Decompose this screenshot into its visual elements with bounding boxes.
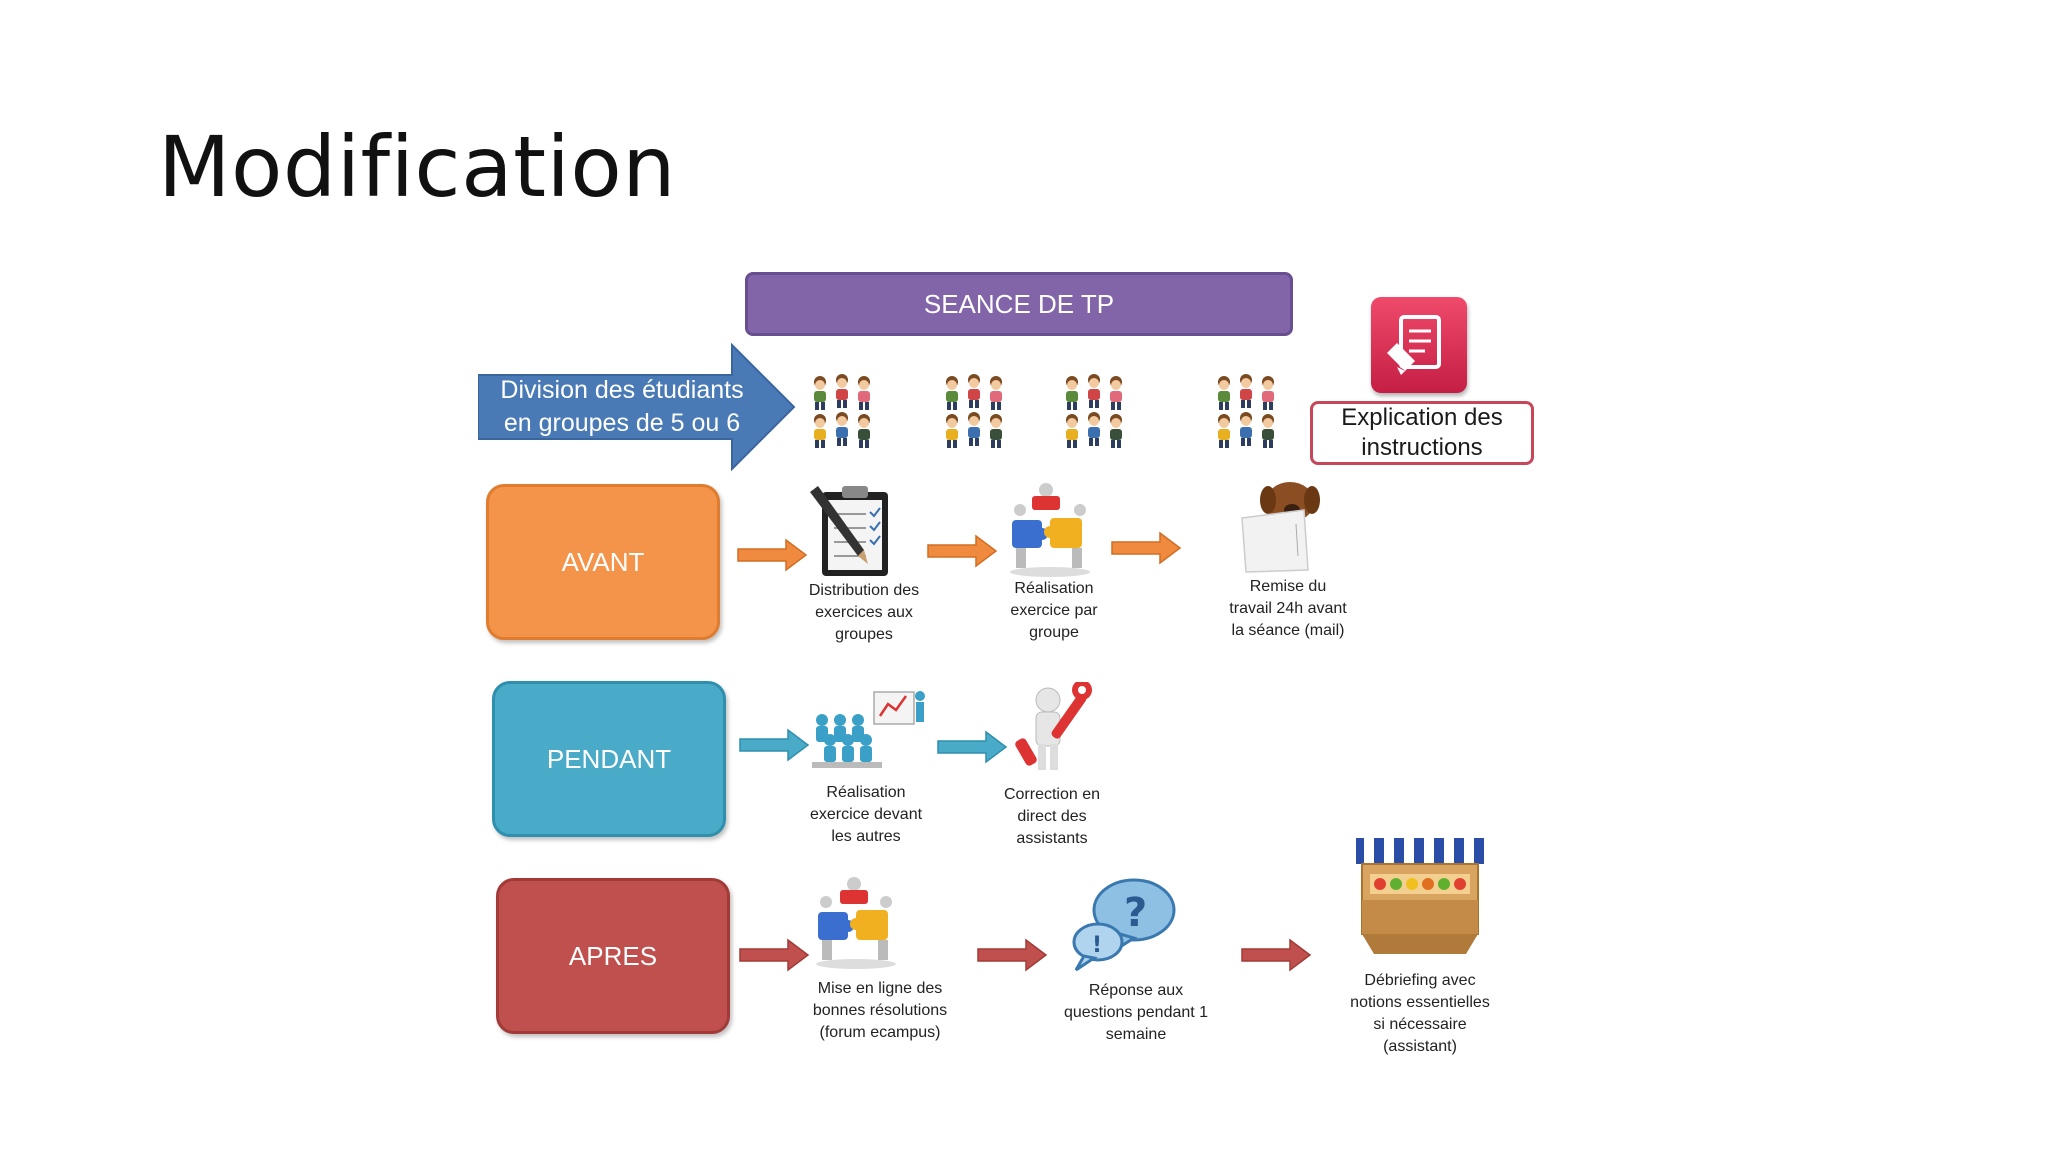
- pendant-arrow-2: [937, 731, 1007, 763]
- caption-line: (assistant): [1383, 1038, 1457, 1055]
- seance-de-tp-banner: SEANCE DE TP: [745, 272, 1293, 336]
- svg-text:?: ?: [1124, 890, 1147, 936]
- caption-line: la séance (mail): [1231, 622, 1345, 639]
- caption-line: direct des: [1017, 808, 1087, 825]
- division-arrow: [478, 343, 796, 471]
- division-line-1: Division des étudiants: [500, 376, 744, 404]
- caption-apres-3: Débriefing avec notions essentielles si …: [1330, 970, 1510, 1058]
- dog-with-paper-icon: [1241, 482, 1320, 573]
- caption-apres-2: Réponse aux questions pendant 1 semaine: [1046, 980, 1226, 1046]
- caption-line: bonnes résolutions: [812, 1002, 948, 1019]
- presentation-audience-icon: [812, 691, 925, 768]
- apres-arrow-3: [1241, 939, 1311, 971]
- caption-pendant-1: Réalisation exercice devant les autres: [776, 782, 956, 848]
- caption-line: notions essentielles: [1350, 994, 1490, 1011]
- caption-line: Mise en ligne des: [817, 980, 943, 997]
- wrench-person-icon: [1015, 682, 1092, 770]
- caption-line: groupe: [1029, 624, 1079, 641]
- phase-avant: AVANT: [486, 484, 720, 640]
- caption-pendant-2: Correction en direct des assistants: [962, 784, 1142, 850]
- slide-title: Modification: [158, 118, 676, 216]
- division-text: Division des étudiants en groupes de 5 o…: [484, 374, 760, 440]
- caption-line: Réponse aux: [1088, 982, 1184, 999]
- caption-line: Réalisation: [1014, 580, 1094, 597]
- caption-apres-1: Mise en ligne des bonnes résolutions (fo…: [790, 978, 970, 1044]
- explication-line-2: instructions: [1361, 434, 1483, 461]
- caption-line: semaine: [1105, 1026, 1167, 1043]
- caption-line: (forum ecampus): [819, 1024, 941, 1041]
- caption-line: groupes: [835, 626, 893, 643]
- caption-avant-2: Réalisation exercice par groupe: [964, 578, 1144, 644]
- question-bubbles-icon: ? !: [1072, 878, 1176, 972]
- caption-line: exercice devant: [809, 806, 923, 823]
- caption-line: questions pendant 1: [1063, 1004, 1209, 1021]
- avant-arrow-3: [1111, 532, 1181, 564]
- caption-line: travail 24h avant: [1229, 600, 1347, 617]
- phase-pendant: PENDANT: [492, 681, 726, 837]
- caption-line: si nécessaire: [1373, 1016, 1467, 1033]
- caption-line: Remise du: [1249, 578, 1327, 595]
- clipboard-checklist-icon: [810, 486, 888, 576]
- puzzle-team-online-icon: [816, 877, 896, 969]
- caption-avant-1: Distribution des exercices aux groupes: [774, 580, 954, 646]
- market-stall-icon: [1356, 838, 1484, 954]
- caption-line: Distribution des: [808, 582, 920, 599]
- instructions-icon: [1371, 297, 1467, 393]
- division-line-2: en groupes de 5 ou 6: [503, 409, 741, 437]
- explication-box: Explication des instructions: [1310, 401, 1534, 465]
- apres-arrow-1: [739, 939, 809, 971]
- avant-arrow-2: [927, 535, 997, 567]
- svg-text:!: !: [1092, 933, 1102, 958]
- caption-line: les autres: [831, 828, 901, 845]
- phase-apres: APRES: [496, 878, 730, 1034]
- caption-avant-3: Remise du travail 24h avant la séance (m…: [1198, 576, 1378, 642]
- caption-line: Réalisation: [826, 784, 906, 801]
- apres-arrow-2: [977, 939, 1047, 971]
- caption-line: exercices aux: [815, 604, 913, 621]
- explication-line-1: Explication des: [1341, 404, 1503, 431]
- caption-line: Débriefing avec: [1364, 972, 1476, 989]
- avant-arrow-1: [737, 539, 807, 571]
- caption-line: assistants: [1016, 830, 1088, 847]
- pendant-arrow-1: [739, 729, 809, 761]
- caption-line: Correction en: [1003, 786, 1101, 803]
- puzzle-team-icon: [1010, 483, 1090, 577]
- caption-line: exercice par: [1010, 602, 1098, 619]
